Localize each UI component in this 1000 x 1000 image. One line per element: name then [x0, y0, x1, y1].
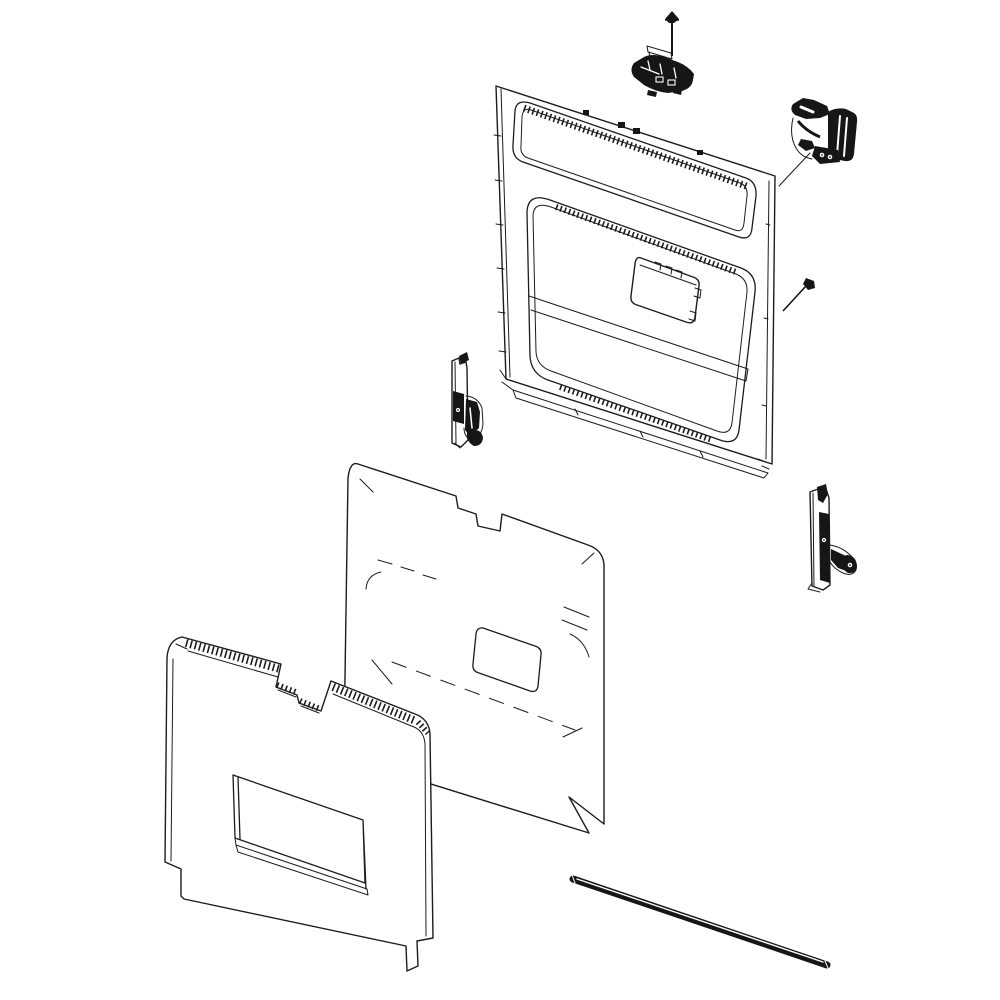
crease-curves	[561, 606, 590, 658]
recess-top-hatch	[554, 204, 738, 275]
screw-head	[803, 278, 815, 290]
hinge-arm	[465, 399, 480, 436]
vent-hatch-band	[522, 104, 751, 191]
side-screw	[782, 278, 815, 312]
latch-lever	[791, 98, 830, 119]
dispenser-plate	[630, 256, 702, 324]
damper-body	[631, 55, 694, 93]
screw-top	[665, 11, 679, 56]
vent-opening	[512, 101, 757, 239]
latch-striker	[798, 139, 815, 151]
top-edge-hatch	[331, 683, 418, 725]
corner-tick-left	[359, 478, 374, 493]
insulation-cutout	[472, 627, 542, 693]
top-edge-hatch	[184, 639, 282, 673]
seal-highlight	[576, 878, 824, 963]
bottom-rail	[499, 369, 770, 479]
hinge-hook	[466, 430, 483, 446]
dashed-fold-mark	[377, 559, 437, 580]
screw-head	[665, 11, 679, 23]
inner-recess	[526, 197, 756, 443]
latch-housing	[827, 108, 858, 162]
vent-damper-assembly	[631, 45, 694, 97]
vent-clips	[583, 110, 703, 155]
latch-leader-line	[778, 152, 811, 187]
seal-body	[569, 875, 831, 969]
right-hinge-bracket	[807, 484, 857, 593]
corner-tick-right	[581, 552, 595, 565]
bracket-loop	[646, 45, 673, 60]
edge-screw-ticks	[493, 134, 771, 407]
left-hinge-bracket	[451, 352, 484, 449]
dashed-fold-line	[391, 661, 576, 731]
bottom-seal-strip	[569, 874, 831, 969]
outer-door-panel	[164, 636, 434, 972]
inner-door-panel	[493, 85, 776, 479]
window-recess	[232, 774, 369, 896]
recess-crease-lines	[528, 295, 749, 382]
door-latch-assembly	[778, 98, 858, 187]
hinge-arm-outline	[829, 544, 857, 575]
